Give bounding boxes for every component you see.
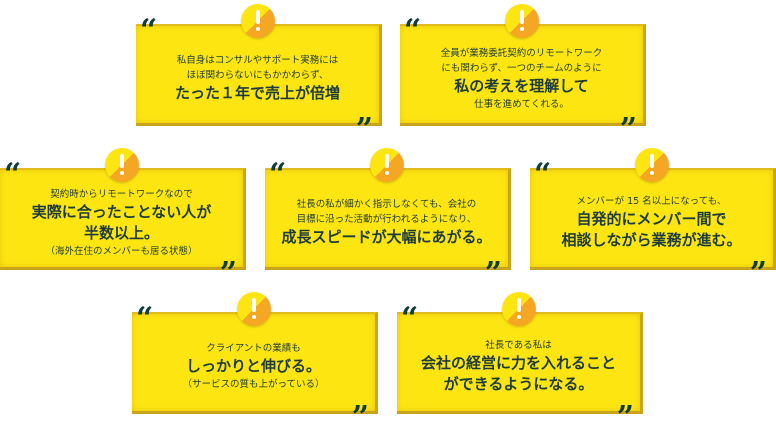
testimonial-card: “ ” メンバーが 15 名以上になっても、自発的にメンバー間で相談しながら業務が…: [530, 148, 776, 289]
card-note: （海外在住のメンバーも居る状態）: [45, 245, 198, 257]
open-quote-icon: “: [269, 157, 287, 192]
card-headline: たった１年で売上が倍増: [174, 84, 340, 102]
card-headline: 相談しながら業務が進む。: [561, 231, 742, 249]
card-text: 社長である私は: [485, 340, 552, 351]
exclamation-icon: [634, 148, 669, 182]
open-quote-icon: “: [401, 301, 419, 336]
close-quote-icon: ”: [219, 256, 237, 291]
card-headline: ができるようになる。: [443, 375, 594, 393]
testimonial-card: “ ” 私自身はコンサルやサポート実務にはほぼ関わらないにもかかわらず、たった１年…: [136, 4, 382, 145]
card-headline: 実際に合ったことない人が: [31, 202, 212, 221]
card-text: 私自身はコンサルやサポート実務には: [176, 55, 339, 66]
close-quote-icon: ”: [351, 400, 369, 435]
open-quote-icon: “: [136, 301, 154, 336]
close-quote-icon: ”: [355, 112, 373, 147]
close-quote-icon: ”: [619, 112, 637, 147]
close-quote-icon: ”: [484, 256, 502, 291]
card-headline: 自発的にメンバー間で: [576, 210, 727, 228]
close-quote-icon: ”: [749, 256, 767, 291]
card-headline: 成長スピードが大幅にあがる。: [281, 228, 492, 246]
exclamation-icon: [369, 148, 404, 182]
card-text: メンバーが 15 名以上になっても、: [576, 196, 727, 207]
testimonial-card: “ ” 社長の私が細かく指示しなくても、会社の目標に沿った活動が行われるようになり…: [265, 148, 511, 289]
card-text: ほぼ関わらないにもかかわらず、: [186, 70, 329, 81]
card-text: 目標に沿った活動が行われるようになり、: [296, 214, 477, 225]
exclamation-icon: [236, 292, 271, 326]
card-text: にも関わらず、一つのチームのように: [441, 62, 602, 74]
close-quote-icon: ”: [616, 400, 634, 435]
testimonial-card: “ ” 契約時からリモートワークなので実際に合ったことない人が半数以上。 （海外在住…: [0, 148, 246, 289]
card-text: 社長の私が細かく指示しなくても、会社の: [296, 199, 477, 210]
exclamation-icon: [104, 148, 139, 182]
card-text: 全員が業務委託契約のリモートワーク: [440, 47, 603, 59]
open-quote-icon: “: [140, 13, 158, 48]
open-quote-icon: “: [534, 157, 552, 192]
exclamation-icon: [501, 292, 536, 326]
exclamation-icon: [240, 4, 275, 38]
open-quote-icon: “: [4, 157, 22, 192]
testimonial-card: “ ” 社長である私は会社の経営に力を入れることができるようになる。: [397, 292, 643, 433]
card-headline: 半数以上。: [83, 223, 159, 242]
card-headline: 私の考えを理解して: [454, 76, 589, 95]
open-quote-icon: “: [404, 13, 422, 48]
exclamation-icon: [504, 4, 539, 38]
card-headline: しっかりと伸びる。: [185, 357, 321, 375]
testimonial-card: “ ” 全員が業務委託契約のリモートワークにも関わらず、一つのチームのように私の考…: [400, 4, 646, 145]
card-note: 仕事を進めてくれる。: [474, 98, 569, 110]
card-note: （サービスの質も上がっている）: [182, 379, 325, 390]
card-text: クライアントの業績も: [206, 343, 301, 354]
card-text: 契約時からリモートワークなので: [50, 188, 193, 200]
testimonial-card: “ ” クライアントの業績もしっかりと伸びる。 （サービスの質も上がっている）: [132, 292, 378, 433]
card-headline: 会社の経営に力を入れること: [420, 354, 616, 372]
